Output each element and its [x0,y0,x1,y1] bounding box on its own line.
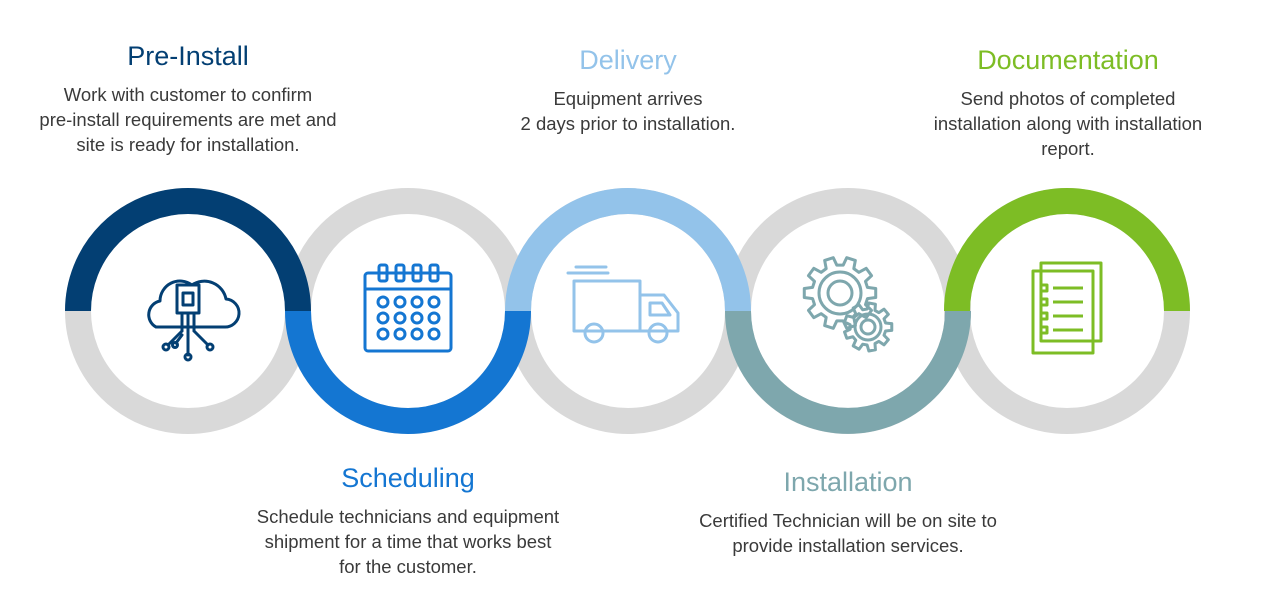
trace-node-mid [183,352,193,362]
arc-installation [725,310,971,434]
bullet-2 [1039,297,1049,307]
step-delivery: Delivery Equipment arrives 2 days prior … [470,44,786,136]
truck-wheel-back [583,322,605,344]
gear-small [843,301,894,353]
desc-line: Send photos of completed [960,88,1176,109]
step-scheduling: Scheduling Schedule technicians and equi… [228,462,588,579]
calendar-day [410,311,424,325]
step-desc-documentation: Send photos of completed installation al… [900,86,1236,161]
calendar-day [393,327,407,341]
calendar-day [427,327,441,341]
desc-line: Schedule technicians and equipment [256,506,560,527]
gears-icon [802,256,894,353]
chip-inner [181,291,195,307]
truck-cargo [572,279,642,333]
arc-pre-install [65,188,311,312]
gear-large-inner-ring [817,270,863,316]
gear-large [802,256,878,330]
desc-line: Equipment arrives [553,88,703,109]
step-desc-pre-install: Work with customer to confirm pre-instal… [10,82,366,157]
bullet-1 [1039,283,1049,293]
desc-line: Work with customer to confirm [63,84,313,105]
trace-node-right [205,342,215,352]
calendar-ring-3 [411,263,423,283]
step-desc-delivery: Equipment arrives 2 days prior to instal… [470,86,786,136]
gear-small-inner-ring [853,312,883,342]
step-title-delivery: Delivery [579,45,677,75]
bullet-4 [1039,325,1049,335]
document-front [1031,269,1095,355]
gear-small-outline [843,301,894,353]
calendar-day [376,295,390,309]
gear-large-hub [826,279,854,307]
desc-line: report. [1041,138,1095,159]
arc-delivery [505,188,751,312]
desc-line: for the customer. [339,556,477,577]
truck-wheel-front [647,322,669,344]
cloud-outline [147,279,241,329]
calendar-body [363,271,453,353]
step-title-documentation: Documentation [977,45,1159,75]
trace-node-left [161,342,171,352]
chip-outer [175,283,201,315]
step-desc-installation: Certified Technician will be on site to … [658,508,1038,558]
calendar-day [410,295,424,309]
calendar-day [393,311,407,325]
desc-line: installation along with installation [933,113,1203,134]
chip-traces [166,311,210,357]
gear-large-outline [802,256,878,330]
calendar-days [376,295,441,341]
calendar-day [410,327,424,341]
step-pre-install: Pre-Install Work with customer to confir… [10,40,366,157]
step-title-pre-install: Pre-Install [127,41,249,71]
truck-icon [566,265,680,344]
calendar-day [427,295,441,309]
step-title-scheduling: Scheduling [341,463,475,493]
step-title-installation: Installation [783,467,913,497]
step-desc-scheduling: Schedule technicians and equipment shipm… [228,504,588,579]
calendar-day [376,327,390,341]
desc-line: shipment for a time that works best [264,531,552,552]
step-installation: Installation Certified Technician will b… [658,466,1038,558]
desc-line: provide installation services. [732,535,964,556]
bullet-3 [1039,311,1049,321]
trace-node-small [171,341,179,349]
calendar-ring-2 [394,263,406,283]
truck-window [648,301,672,317]
gear-small-hub [859,318,877,336]
calendar-ring-4 [428,263,440,283]
arc-scheduling [285,310,531,434]
calendar-day [427,311,441,325]
arc-documentation [944,188,1190,312]
documents-icon [1031,261,1103,355]
calendar-day [393,295,407,309]
calendar-day [376,311,390,325]
desc-line: 2 days prior to installation. [520,113,736,134]
cloud-chip-icon [147,279,241,362]
calendar-icon [363,263,453,353]
step-documentation: Documentation Send photos of completed i… [900,44,1236,161]
desc-line: Certified Technician will be on site to [699,510,997,531]
desc-line: site is ready for installation. [76,134,300,155]
desc-line: pre-install requirements are met and [39,109,337,130]
calendar-ring-1 [377,263,389,283]
truck-cab [638,293,680,333]
